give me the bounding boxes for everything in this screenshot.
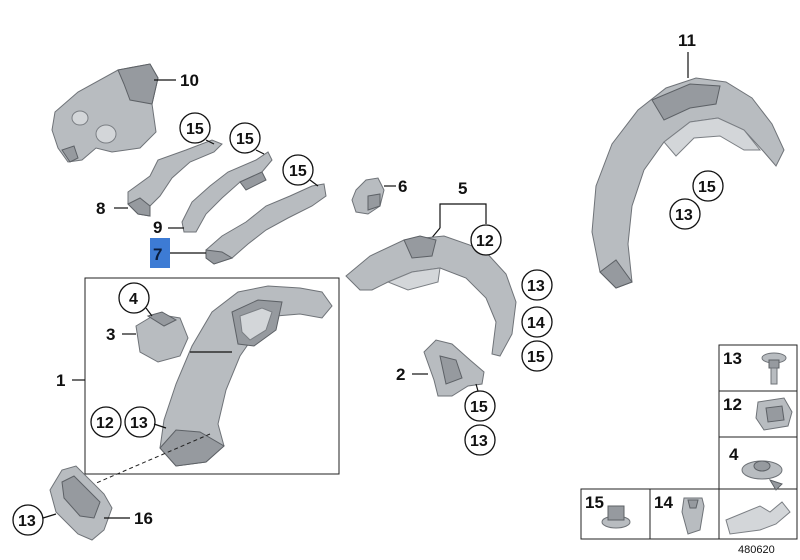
callout-6: 6 — [398, 177, 407, 196]
leader-15 — [475, 383, 479, 392]
callout-15-circle — [229, 122, 261, 154]
callout-12: 12 — [476, 233, 494, 250]
part-16-cover[interactable] — [49, 465, 113, 541]
callout-15-circle — [282, 154, 314, 186]
drawing-number: 480620 — [738, 544, 775, 556]
callout-12: 12 — [96, 415, 114, 432]
leader-15 — [255, 149, 265, 155]
part-1-wheel-arch-liner[interactable] — [159, 285, 333, 467]
arrow-icon — [725, 501, 791, 535]
part-10-heat-shield[interactable] — [51, 63, 159, 163]
callout-15: 15 — [236, 131, 254, 148]
part-7-cover[interactable] — [205, 183, 327, 265]
callout-4: 4 — [129, 291, 138, 308]
callout-12-circle — [470, 224, 502, 256]
legend-label-13: 13 — [723, 349, 742, 368]
part-8-cover[interactable] — [127, 139, 223, 217]
part-9-cover[interactable] — [181, 151, 273, 233]
part-5-wheel-arch-liner-rear[interactable] — [345, 235, 517, 357]
part-2-bracket[interactable] — [423, 339, 485, 397]
callout-4-circle — [118, 282, 150, 314]
callout-15-circle — [179, 112, 211, 144]
callout-7-highlight[interactable] — [150, 238, 170, 268]
callout-10: 10 — [180, 71, 199, 90]
legend-label-4: 4 — [729, 445, 739, 464]
callout-15: 15 — [289, 163, 307, 180]
callout-13: 13 — [470, 433, 488, 450]
callout-5: 5 — [458, 179, 467, 198]
callout-15: 15 — [470, 399, 488, 416]
callout-13: 13 — [527, 278, 545, 295]
part-3-cover-plate[interactable] — [135, 311, 189, 363]
callout-2: 2 — [396, 365, 405, 384]
callout-8: 8 — [96, 199, 105, 218]
leader-4 — [145, 307, 153, 317]
callout-13-circle — [521, 269, 553, 301]
callout-7: 7 — [153, 245, 162, 264]
callout-15-circle — [692, 170, 724, 202]
callout-15-circle — [521, 340, 553, 372]
callout-13-circle — [124, 406, 156, 438]
callout-16: 16 — [134, 509, 153, 528]
callout-9: 9 — [153, 218, 162, 237]
callout-13: 13 — [18, 513, 36, 530]
part-6-bracket[interactable] — [351, 177, 385, 215]
assembly-dashed-line — [93, 433, 211, 485]
leader-15 — [205, 139, 215, 145]
callout-14: 14 — [527, 315, 545, 332]
callout-11: 11 — [678, 31, 696, 50]
leader-13 — [42, 513, 57, 519]
callout-13: 13 — [675, 207, 693, 224]
callout-3: 3 — [106, 325, 115, 344]
callout-12-circle — [90, 406, 122, 438]
callout-15-circle — [464, 390, 496, 422]
callout-13-circle — [669, 198, 701, 230]
callout-14-circle — [521, 306, 553, 338]
legend-label-12: 12 — [723, 395, 742, 414]
bracket-5 — [439, 203, 487, 228]
part-11-wheel-arch-liner[interactable] — [591, 77, 785, 289]
leader-13 — [153, 423, 167, 429]
callout-1: 1 — [56, 371, 65, 390]
fastener-legend: 13 12 4 15 14 — [580, 344, 798, 540]
callout-15: 15 — [698, 179, 716, 196]
callout-13-circle — [464, 424, 496, 456]
callout-15: 15 — [186, 121, 204, 138]
callout-13-circle — [12, 504, 44, 536]
leader-15 — [309, 179, 319, 187]
legend-label-14: 14 — [654, 493, 673, 512]
callout-15: 15 — [527, 349, 545, 366]
callout-13: 13 — [130, 415, 148, 432]
legend-label-15: 15 — [585, 493, 604, 512]
